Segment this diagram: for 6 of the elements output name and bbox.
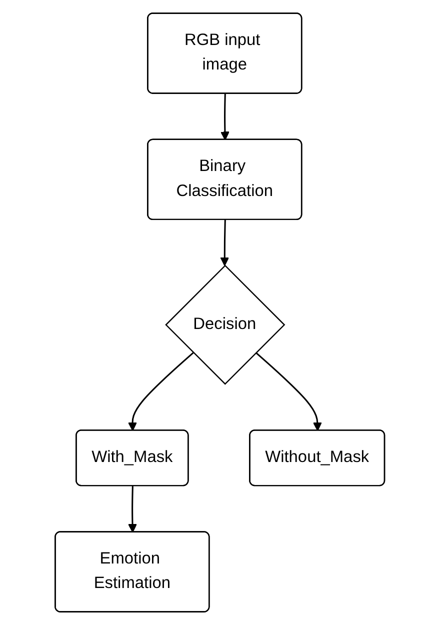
arrow <box>256 352 322 432</box>
arrow <box>220 94 230 140</box>
node-diamond: Decision <box>165 264 286 385</box>
arrow <box>128 352 194 432</box>
arrow <box>220 220 230 266</box>
arrow <box>128 486 138 533</box>
